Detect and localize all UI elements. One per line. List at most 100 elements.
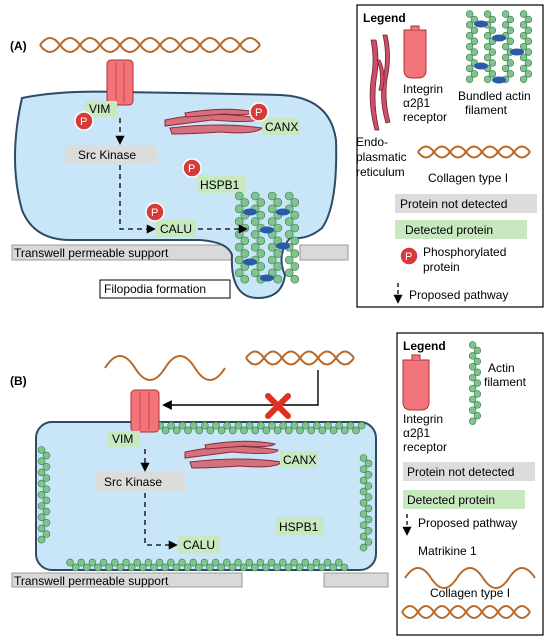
actin-bead xyxy=(211,558,220,567)
actin-bead xyxy=(329,426,338,435)
actin-bead xyxy=(223,421,231,430)
actin-crosslinker xyxy=(510,48,524,56)
actin-bead xyxy=(178,421,187,430)
actin-bead xyxy=(278,558,287,567)
actin-bead xyxy=(524,48,533,56)
matrikine-icon xyxy=(404,567,536,589)
actin-bead xyxy=(284,255,294,265)
legend-matrikine: Matrikine 1 xyxy=(418,544,477,558)
actin-bead xyxy=(267,558,276,567)
actin-bead xyxy=(250,230,260,239)
actin-bead xyxy=(465,64,474,73)
filopodia-label: Filopodia formation xyxy=(104,282,206,296)
bundled-actin-filament xyxy=(234,191,300,284)
actin-bead xyxy=(256,198,266,207)
transwell-support-right xyxy=(299,244,349,261)
actin-bead xyxy=(340,563,349,572)
actin-bead xyxy=(150,563,158,572)
actin-bead xyxy=(519,53,528,62)
actin-bead xyxy=(364,504,373,513)
actin-bead xyxy=(290,262,300,271)
actin-bead xyxy=(465,53,474,62)
actin-bead xyxy=(37,468,46,477)
actin-bead xyxy=(273,426,282,435)
actin-bead xyxy=(267,204,277,214)
actin-bead xyxy=(42,485,51,494)
actin-bead xyxy=(267,255,277,265)
actin-bead xyxy=(359,510,368,518)
legend-not-detected: Protein not detected xyxy=(400,197,507,211)
actin-bead xyxy=(42,496,51,505)
transwell-label: Transwell permeable support xyxy=(14,574,169,588)
actin-bead xyxy=(173,426,181,435)
actin-bead xyxy=(273,563,282,572)
actin-bead xyxy=(307,426,316,435)
actin-crosslinker xyxy=(243,258,257,266)
actin-bead xyxy=(234,217,244,226)
actin-bead xyxy=(66,558,74,567)
phospho-icon xyxy=(182,158,202,178)
actin-bead xyxy=(323,558,332,567)
actin-bead xyxy=(240,236,250,246)
canx-box xyxy=(262,118,300,135)
hspb1-box xyxy=(276,517,324,535)
actin-bead xyxy=(133,558,141,567)
canx-label: CANX xyxy=(283,453,316,467)
transwell-label: Transwell permeable support xyxy=(14,246,169,260)
actin-bead xyxy=(116,563,125,572)
legend-pathway: Proposed pathway xyxy=(409,288,508,302)
actin-bead xyxy=(364,459,373,468)
collagen-fiber xyxy=(39,37,261,53)
actin-bead xyxy=(155,558,164,567)
actin-bead xyxy=(318,563,326,572)
legend-actin-line1: Actin xyxy=(488,361,515,375)
filopodia-box xyxy=(99,279,231,299)
calu-label: CALU xyxy=(160,222,192,236)
actin-bead xyxy=(268,421,276,430)
actin-bead xyxy=(195,563,203,572)
legend-detected-swatch xyxy=(395,220,527,239)
actin-bead xyxy=(468,395,477,404)
actin-crosslinker xyxy=(474,20,488,28)
actin-bead xyxy=(519,32,528,40)
actin-bead xyxy=(234,268,244,278)
calu-box xyxy=(156,219,196,237)
actin-bead xyxy=(488,48,497,56)
actin-bead xyxy=(301,421,310,430)
legend-er-line3: reticulum xyxy=(356,165,405,179)
actin-bead xyxy=(488,15,497,24)
integrin-icon xyxy=(402,354,430,411)
actin-bead xyxy=(468,373,477,382)
actin-bead xyxy=(290,210,300,220)
actin-bead xyxy=(83,563,91,572)
actin-bead xyxy=(329,563,338,572)
hspb1-label: HSPB1 xyxy=(279,520,319,534)
vim-box xyxy=(85,101,117,117)
pathway-arrow xyxy=(119,165,156,234)
legend-integrin-line3: receptor xyxy=(403,110,447,124)
legend-actin-line2: filament xyxy=(465,103,508,117)
actin-bead xyxy=(364,493,373,502)
collagen-icon xyxy=(417,145,531,159)
actin-bead xyxy=(470,15,479,24)
actin-crosslinker xyxy=(243,208,257,216)
actin-bead xyxy=(473,368,482,376)
legend-collagen: Collagen type I xyxy=(428,171,508,185)
legend-er-line2: plasmatic xyxy=(356,150,407,164)
actin-bead xyxy=(245,421,254,430)
actin-bead xyxy=(506,26,515,35)
actin-bead xyxy=(312,421,321,430)
actin-bead xyxy=(256,210,266,220)
actin-bead xyxy=(284,191,294,201)
actin-bead xyxy=(267,191,277,201)
actin-bead xyxy=(212,421,220,430)
actin-bead xyxy=(290,274,300,284)
actin-bead xyxy=(184,426,192,435)
actin-bead xyxy=(470,26,479,35)
endoplasmic-reticulum xyxy=(184,440,284,469)
actin-bead xyxy=(37,513,46,522)
actin-bead xyxy=(37,479,46,488)
src-kinase-label: Src Kinase xyxy=(104,475,162,489)
hspb1-box xyxy=(197,175,245,193)
panel-a-label: (A) xyxy=(10,39,27,53)
